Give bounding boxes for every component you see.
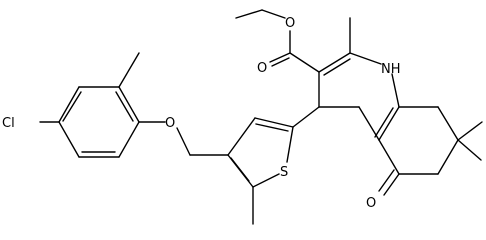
bond [349, 52, 382, 65]
bond [261, 9, 286, 19]
bond [358, 106, 380, 141]
bond [176, 127, 191, 156]
bond [230, 157, 250, 182]
bond [437, 139, 459, 175]
bond [62, 91, 82, 122]
bond [374, 107, 394, 138]
atom-label-o-ester-alkoxy: O [285, 16, 295, 31]
bond [252, 173, 280, 188]
bond [58, 121, 80, 158]
bond [378, 106, 400, 141]
bond [271, 57, 290, 67]
bond [115, 91, 134, 122]
bond [255, 123, 289, 132]
bond [269, 52, 291, 63]
bond [227, 117, 256, 156]
atom-label-o-ester-carbonyl: O [257, 61, 267, 76]
atom-label-nh: NH [381, 62, 401, 77]
bond [254, 117, 294, 128]
bond [235, 9, 263, 19]
bond [457, 121, 483, 141]
bond [118, 52, 140, 88]
bond [289, 52, 320, 73]
molecule-diagram: Cl O O O NH S O [2, 9, 483, 225]
bond [118, 121, 140, 158]
atom-label-s: S [280, 165, 288, 180]
bond-layer [39, 9, 483, 225]
bond [292, 106, 320, 128]
atom-label-cl: Cl [2, 116, 15, 131]
bond [378, 139, 400, 175]
bond [318, 52, 351, 73]
bond [323, 58, 351, 76]
bond [383, 173, 400, 196]
bond [457, 139, 482, 161]
molecule-svg: Cl O O O NH S O [2, 9, 483, 225]
bond [437, 106, 459, 141]
bond [58, 86, 80, 123]
atom-label-o-ketone: O [366, 196, 376, 211]
bond [118, 86, 140, 123]
bond [391, 73, 400, 108]
bond [378, 169, 395, 192]
bond [286, 126, 294, 163]
atom-label-o-ether: O [165, 116, 175, 131]
atom-label-layer: Cl O O O NH S O [2, 16, 401, 211]
